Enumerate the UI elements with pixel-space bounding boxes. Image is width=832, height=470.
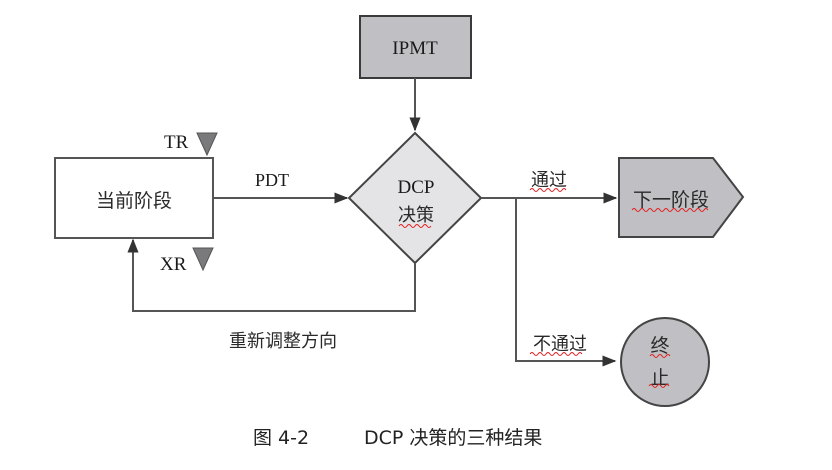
pdt-label: PDT	[255, 170, 289, 190]
spellcheck-underline	[649, 354, 671, 358]
tr-marker: TR	[164, 132, 218, 157]
figure-number: 图 4-2	[253, 427, 309, 449]
pass-label: 通过	[531, 170, 567, 191]
terminate-label-line2: 止	[650, 367, 669, 389]
current-stage-label: 当前阶段	[96, 190, 172, 212]
redirect-label: 重新调整方向	[229, 331, 337, 352]
figure-title: DCP 决策的三种结果	[364, 427, 542, 449]
tr-label: TR	[164, 132, 189, 153]
spellcheck-underline	[631, 208, 709, 212]
xr-marker: XR	[160, 247, 214, 275]
xr-triangle-icon	[192, 247, 214, 272]
terminate-node: 终 止	[620, 317, 710, 407]
spellcheck-underline	[529, 352, 583, 356]
ipmt-node: IPMT	[359, 15, 472, 79]
spellcheck-underline	[648, 384, 670, 388]
next-stage-label: 下一阶段	[633, 189, 709, 211]
next-stage-node: 下一阶段	[618, 157, 745, 238]
dcp-decision-label: 决策	[398, 205, 434, 226]
xr-label: XR	[160, 254, 187, 275]
spellcheck-underline	[398, 224, 432, 228]
dcp-decision-node: DCP 决策	[347, 131, 483, 265]
ipmt-label: IPMT	[392, 38, 438, 59]
terminate-label-line1: 终	[650, 335, 669, 357]
fail-label: 不通过	[533, 334, 587, 355]
current-stage-node: 当前阶段	[54, 157, 214, 239]
dcp-label: DCP	[398, 177, 435, 198]
spellcheck-underline	[529, 188, 567, 192]
edge-redirect	[127, 238, 416, 312]
tr-triangle-icon	[196, 132, 218, 157]
edge-fail	[515, 198, 617, 367]
